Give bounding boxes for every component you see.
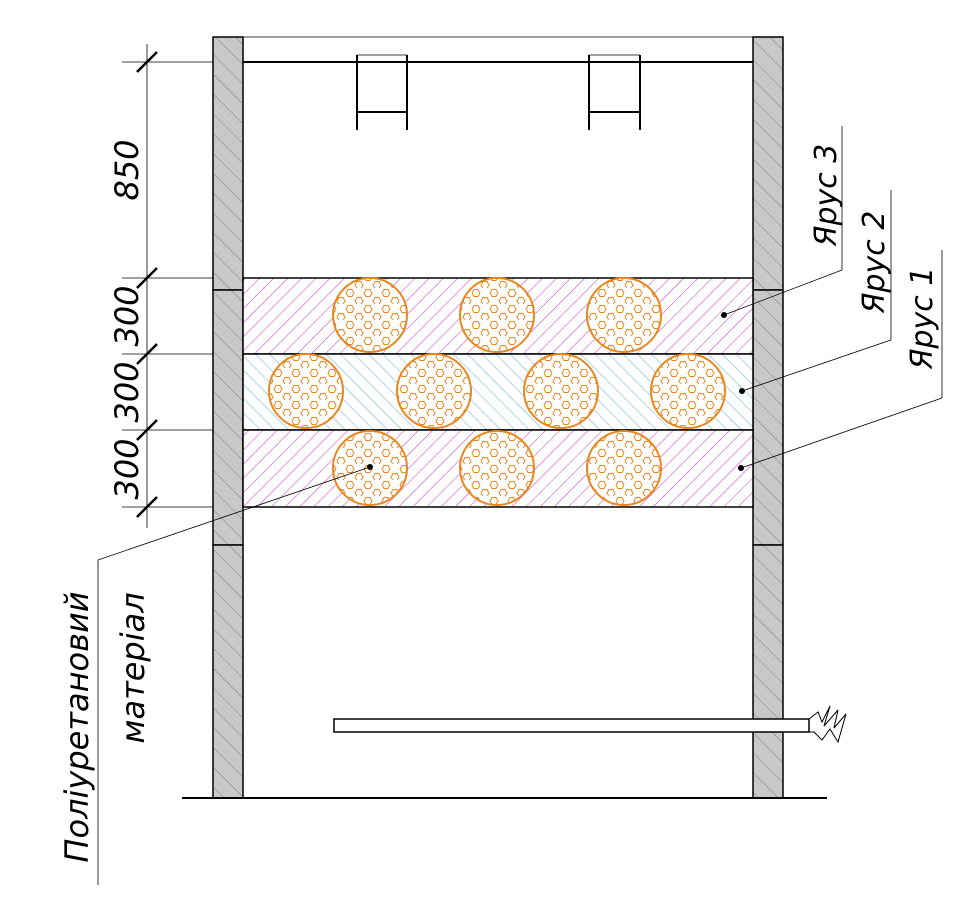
material-leader <box>97 464 373 885</box>
hanger-left <box>356 54 408 130</box>
dimension-300-tier1: 300 <box>108 438 146 499</box>
material-label-line1: Поліуретановий <box>58 591 96 862</box>
polyurethane-ball <box>268 353 344 429</box>
hanger-right <box>588 54 641 130</box>
tier-leader-dots <box>721 312 745 471</box>
right-wall <box>752 36 784 799</box>
tier-3-balls <box>332 277 662 353</box>
dimension-300-tier2: 300 <box>108 361 146 422</box>
dimension-850: 850 <box>108 139 146 200</box>
tier-3-label: Ярус 3 <box>809 144 844 248</box>
polyurethane-ball <box>523 353 599 429</box>
tier-1-label: Ярус 1 <box>905 267 940 371</box>
polyurethane-ball <box>586 430 662 506</box>
tier-2-label: Ярус 2 <box>857 211 892 315</box>
polyurethane-ball <box>586 277 662 353</box>
polyurethane-ball <box>459 277 535 353</box>
tier-1-balls <box>332 430 662 506</box>
left-wall <box>212 36 244 799</box>
tier-2-balls <box>268 353 726 429</box>
polyurethane-ball <box>332 277 408 353</box>
polyurethane-ball <box>396 353 472 429</box>
material-label-line2: матеріал <box>114 592 152 743</box>
tier-leaders <box>723 126 943 469</box>
dimension-chain <box>122 44 213 528</box>
polyurethane-ball <box>650 353 726 429</box>
inlet-pipe <box>333 705 847 744</box>
dimension-300-tier3: 300 <box>108 285 146 346</box>
polyurethane-ball <box>459 430 535 506</box>
